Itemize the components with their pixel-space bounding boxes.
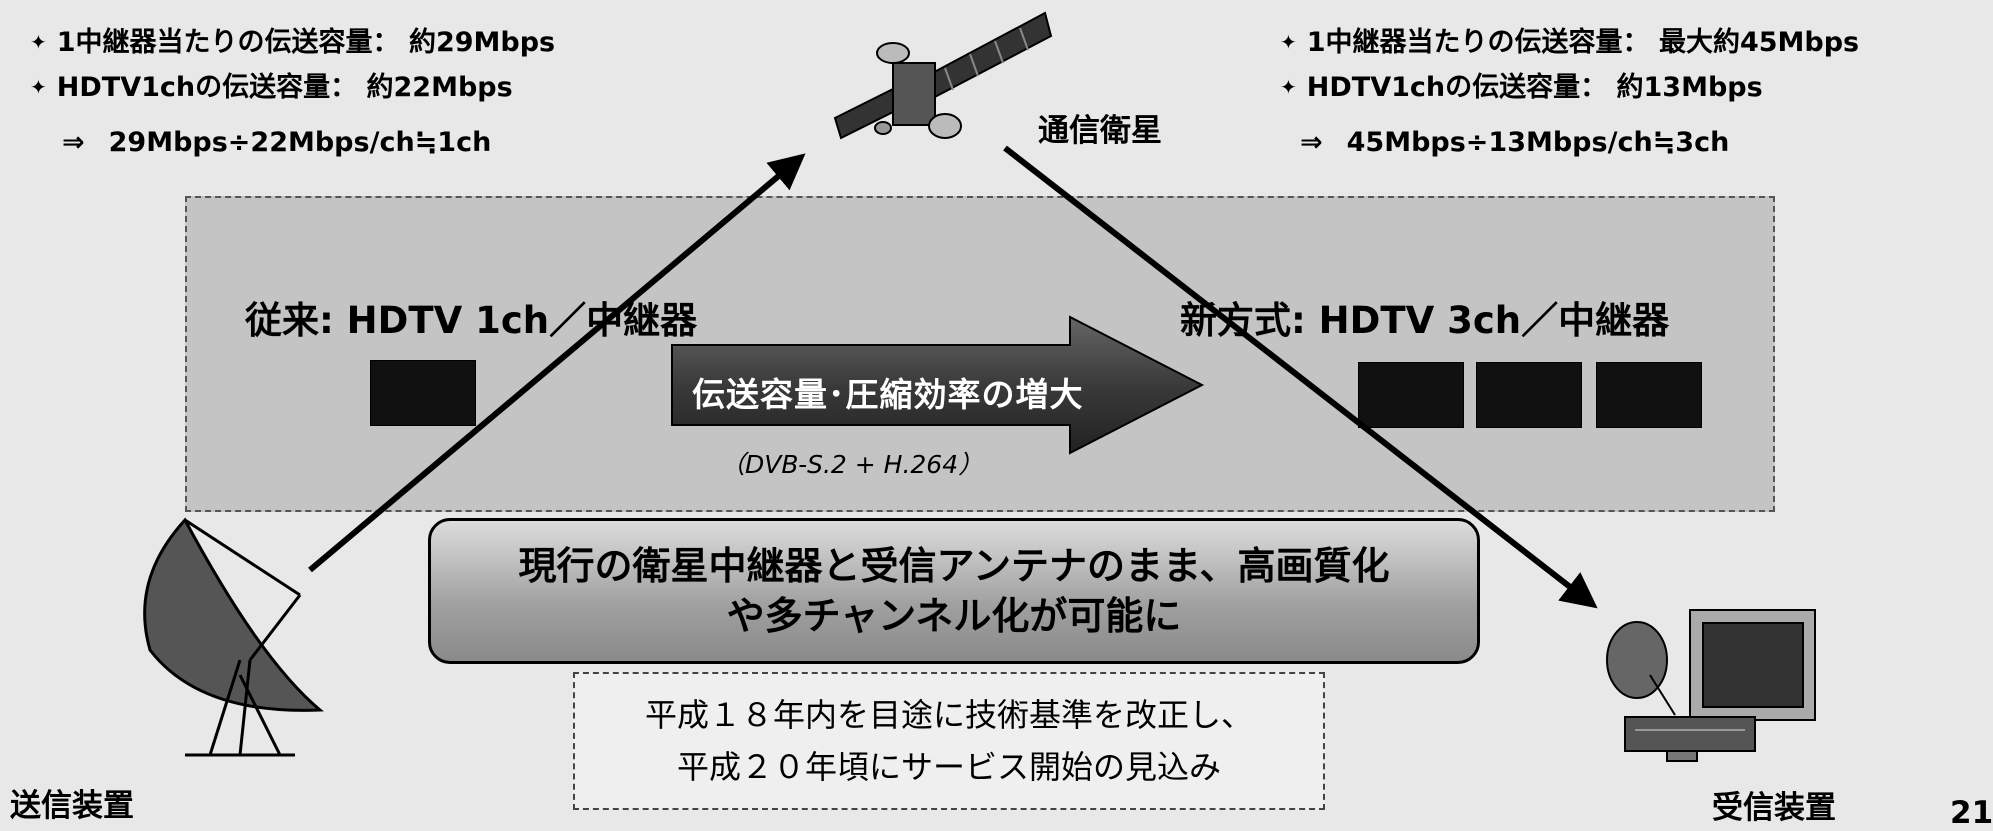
receiver-tv-dish-icon [1606, 609, 1816, 762]
new-transponder-capacity: 1中継器当たりの伝送容量： 最大約45Mbps [1306, 27, 1860, 58]
new-system-label: 新方式: HDTV 3ch／中継器 [1180, 299, 1670, 342]
schedule-note-box: 平成１８年内を目途に技術基準を改正し、 平成２０年頃にサービス開始の見込み [573, 672, 1325, 810]
conventional-capacity-info: ✦ 1中継器当たりの伝送容量： 約29Mbps ✦ HDTV1chの伝送容量： 約2… [30, 20, 555, 110]
transmitter-label: 送信装置 [10, 788, 134, 824]
satellite-icon [833, 11, 1053, 140]
hdtv-screen-thumbnail [1476, 362, 1582, 428]
conventional-transponder-capacity: 1中継器当たりの伝送容量： 約29Mbps [56, 27, 556, 58]
new-calculation: ⇒ 45Mbps÷13Mbps/ch≒3ch [1300, 127, 1729, 158]
new-capacity-info: ✦ 1中継器当たりの伝送容量： 最大約45Mbps ✦ HDTV1chの伝送容量： … [1280, 20, 1859, 110]
bullet-icon: ✦ [1280, 75, 1297, 99]
bullet-icon: ✦ [30, 30, 47, 54]
main-message-line2: や多チャンネル化が可能に [726, 594, 1182, 638]
receiver-label: 受信装置 [1712, 790, 1836, 826]
implies-arrow: ⇒ [1300, 127, 1323, 158]
main-message-box: 現行の衛星中継器と受信アンテナのまま、高画質化 や多チャンネル化が可能に [428, 518, 1480, 664]
hdtv-screen-thumbnail [370, 360, 476, 426]
conventional-hdtv-capacity: HDTV1chの伝送容量： 約22Mbps [56, 72, 513, 103]
bullet-icon: ✦ [1280, 30, 1297, 54]
main-message-line1: 現行の衛星中継器と受信アンテナのまま、高画質化 [518, 544, 1390, 588]
conventional-calc-text: 29Mbps÷22Mbps/ch≒1ch [108, 127, 492, 158]
transmit-dish-icon [143, 517, 324, 757]
schedule-note-line1: 平成１８年内を目途に技術基準を改正し、 [644, 696, 1253, 734]
hdtv-screen-thumbnail [1358, 362, 1464, 428]
page-number: 21 [1950, 795, 1993, 831]
new-calc-text: 45Mbps÷13Mbps/ch≒3ch [1346, 127, 1730, 158]
implies-arrow: ⇒ [62, 127, 85, 158]
codec-label: （DVB-S.2 + H.264） [720, 450, 984, 479]
schedule-note-line2: 平成２０年頃にサービス開始の見込み [676, 748, 1221, 786]
conventional-calculation: ⇒ 29Mbps÷22Mbps/ch≒1ch [62, 127, 491, 158]
bullet-icon: ✦ [30, 75, 47, 99]
new-hdtv-capacity: HDTV1chの伝送容量： 約13Mbps [1306, 72, 1763, 103]
hdtv-screen-thumbnail [1596, 362, 1702, 428]
big-right-arrow-icon [671, 315, 1205, 455]
capacity-increase-label: 伝送容量･圧縮効率の増大 [692, 375, 1084, 414]
satellite-label: 通信衛星 [1038, 113, 1162, 149]
